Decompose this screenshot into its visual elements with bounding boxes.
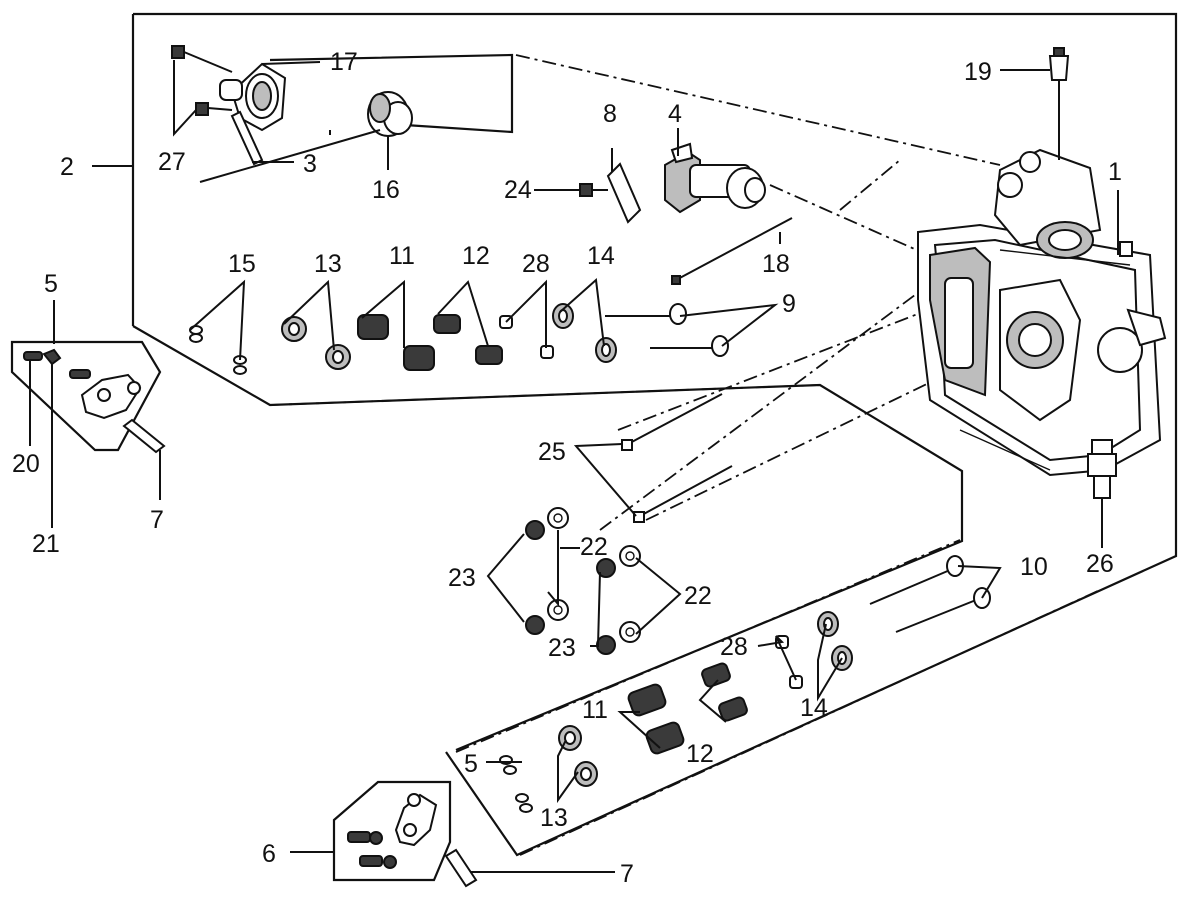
rocker-shaft-upper <box>122 418 166 454</box>
callout-3: 3 <box>303 150 317 178</box>
callout-7-upper: 7 <box>150 506 164 534</box>
lock-nut-upper <box>42 348 62 366</box>
callout-14-upper: 14 <box>587 242 615 270</box>
callout-5-lower: 5 <box>464 750 478 778</box>
cylinder-washers <box>547 507 641 643</box>
rocker-arm-lower <box>347 793 438 869</box>
callout-20: 20 <box>12 450 40 478</box>
callout-12-lower: 12 <box>686 740 714 768</box>
inner-springs-lower <box>701 662 748 722</box>
callout-16: 16 <box>372 176 400 204</box>
outer-springs-lower <box>627 683 685 755</box>
inner-springs-upper <box>433 314 503 365</box>
callout-23-upper: 23 <box>448 564 476 592</box>
callout-4: 4 <box>668 100 682 128</box>
rocker-arm-upper-box <box>10 340 162 452</box>
thermostat <box>367 91 413 137</box>
valve-cotters-lower <box>499 755 533 813</box>
callout-28-upper: 28 <box>522 250 550 278</box>
rocker-arm-upper <box>69 369 142 420</box>
callout-labels: 1 2 3 4 5 5 6 7 7 8 9 10 11 11 12 12 13 … <box>12 48 1122 888</box>
callout-9: 9 <box>782 290 796 318</box>
retainer-bolt <box>579 183 608 197</box>
callout-7-lower: 7 <box>620 860 634 888</box>
camshaft <box>664 142 766 214</box>
spring-seats-upper <box>552 303 617 363</box>
callout-19: 19 <box>964 58 992 86</box>
leader-lines <box>29 60 1119 873</box>
callout-18: 18 <box>762 250 790 278</box>
callout-6: 6 <box>262 840 276 868</box>
valve-cotters-upper <box>189 325 247 375</box>
outer-springs-upper <box>357 314 435 371</box>
cylinder-head <box>917 148 1167 477</box>
callout-28-lower: 28 <box>720 633 748 661</box>
callout-24: 24 <box>504 176 532 204</box>
upper-subgroup-outline <box>132 325 964 752</box>
spark-plug <box>1087 439 1117 508</box>
spring-retainers-upper <box>281 316 351 370</box>
callout-1: 1 <box>1108 158 1122 186</box>
dowel-pin <box>230 110 264 166</box>
callout-21: 21 <box>32 530 60 558</box>
callout-8: 8 <box>603 100 617 128</box>
callout-10: 10 <box>1020 553 1048 581</box>
head-bolts <box>621 393 733 523</box>
callout-26: 26 <box>1086 550 1114 578</box>
stud-bolt <box>671 217 793 285</box>
upper-subgroup-top-outline <box>269 53 514 134</box>
cylinder-nuts <box>525 520 616 655</box>
spring-retainers-lower <box>558 725 598 787</box>
assembly-frame <box>133 12 1178 857</box>
thermostat-housing <box>219 62 287 132</box>
rocker-shaft-lower <box>444 848 478 888</box>
callout-5-upper: 5 <box>44 270 58 298</box>
callout-25: 25 <box>538 438 566 466</box>
callout-23-lower: 23 <box>548 634 576 662</box>
rocker-arm-lower-box <box>332 780 452 882</box>
alignment-lines <box>269 54 1101 856</box>
cover-bolt-lower <box>195 102 233 116</box>
callout-27: 27 <box>158 148 186 176</box>
callout-15: 15 <box>228 250 256 278</box>
callout-11-lower: 11 <box>582 696 608 724</box>
adjust-screw-upper <box>23 351 43 361</box>
callout-22-lower: 22 <box>684 582 712 610</box>
intake-valves <box>605 303 729 357</box>
callout-13-upper: 13 <box>314 250 342 278</box>
temperature-sensor <box>1048 47 1070 160</box>
callout-14-lower: 14 <box>800 694 828 722</box>
camshaft-retainer-plate <box>606 162 642 224</box>
callout-11-upper: 11 <box>389 242 415 270</box>
callout-17: 17 <box>330 48 358 76</box>
callout-13-lower: 13 <box>540 804 568 832</box>
callout-2: 2 <box>60 153 74 181</box>
cover-bolt-upper <box>171 45 233 73</box>
callout-22-upper: 22 <box>580 533 608 561</box>
callout-12-upper: 12 <box>462 242 490 270</box>
